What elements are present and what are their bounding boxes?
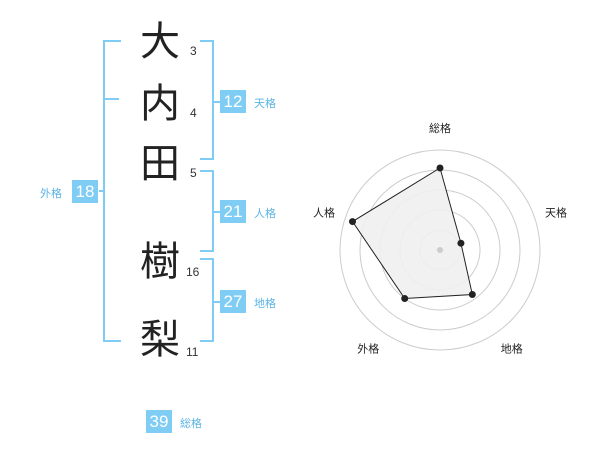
stroke-count-2: 4: [190, 106, 197, 120]
radar-point: [457, 239, 465, 247]
soukaku-label: 総格: [180, 417, 202, 430]
stroke-count-3: 5: [190, 166, 197, 180]
tenkaku-connector: [214, 101, 220, 103]
radar-axis-label: 人格: [313, 205, 335, 219]
gaikaku-label: 外格: [40, 187, 62, 200]
chikaku-bracket: [200, 258, 214, 342]
radar-axis-label: 総格: [429, 121, 451, 135]
gaikaku-bracket-connector: [99, 190, 103, 192]
name-char-1: 大: [140, 19, 180, 65]
gaikaku-bracket: [103, 40, 121, 342]
jinkaku-bracket: [200, 170, 214, 252]
jinkaku-value: 21: [220, 200, 246, 223]
stroke-count-5: 11: [186, 345, 199, 359]
tenkaku-value: 12: [220, 90, 246, 113]
tenkaku-bracket: [200, 40, 214, 160]
stroke-count-1: 3: [190, 44, 197, 58]
chikaku-label: 地格: [254, 297, 276, 310]
radar-point: [436, 164, 444, 172]
radar-ring: [339, 149, 541, 351]
name-char-3: 田: [140, 141, 180, 187]
name-char-5: 梨: [140, 317, 180, 363]
radar-area: [351, 167, 473, 300]
radar-point: [401, 295, 409, 303]
gaikaku-value: 18: [72, 180, 98, 203]
radar-axis-label: 地格: [501, 342, 523, 356]
name-char-2: 内: [140, 81, 180, 127]
jinkaku-connector: [214, 211, 220, 213]
soukaku-value: 39: [146, 410, 172, 433]
radar-point: [468, 290, 476, 298]
radar-axis-label: 天格: [545, 205, 567, 219]
stroke-count-4: 16: [186, 265, 200, 279]
radar-center: [437, 247, 443, 253]
radar-point: [349, 218, 357, 226]
chikaku-connector: [214, 301, 220, 303]
name-char-4: 樹: [140, 239, 180, 285]
gaikaku-bracket-tick: [103, 98, 119, 100]
tenkaku-label: 天格: [254, 97, 276, 110]
chikaku-value: 27: [220, 290, 246, 313]
radar-axis-label: 外格: [357, 342, 379, 356]
jinkaku-label: 人格: [254, 207, 276, 220]
